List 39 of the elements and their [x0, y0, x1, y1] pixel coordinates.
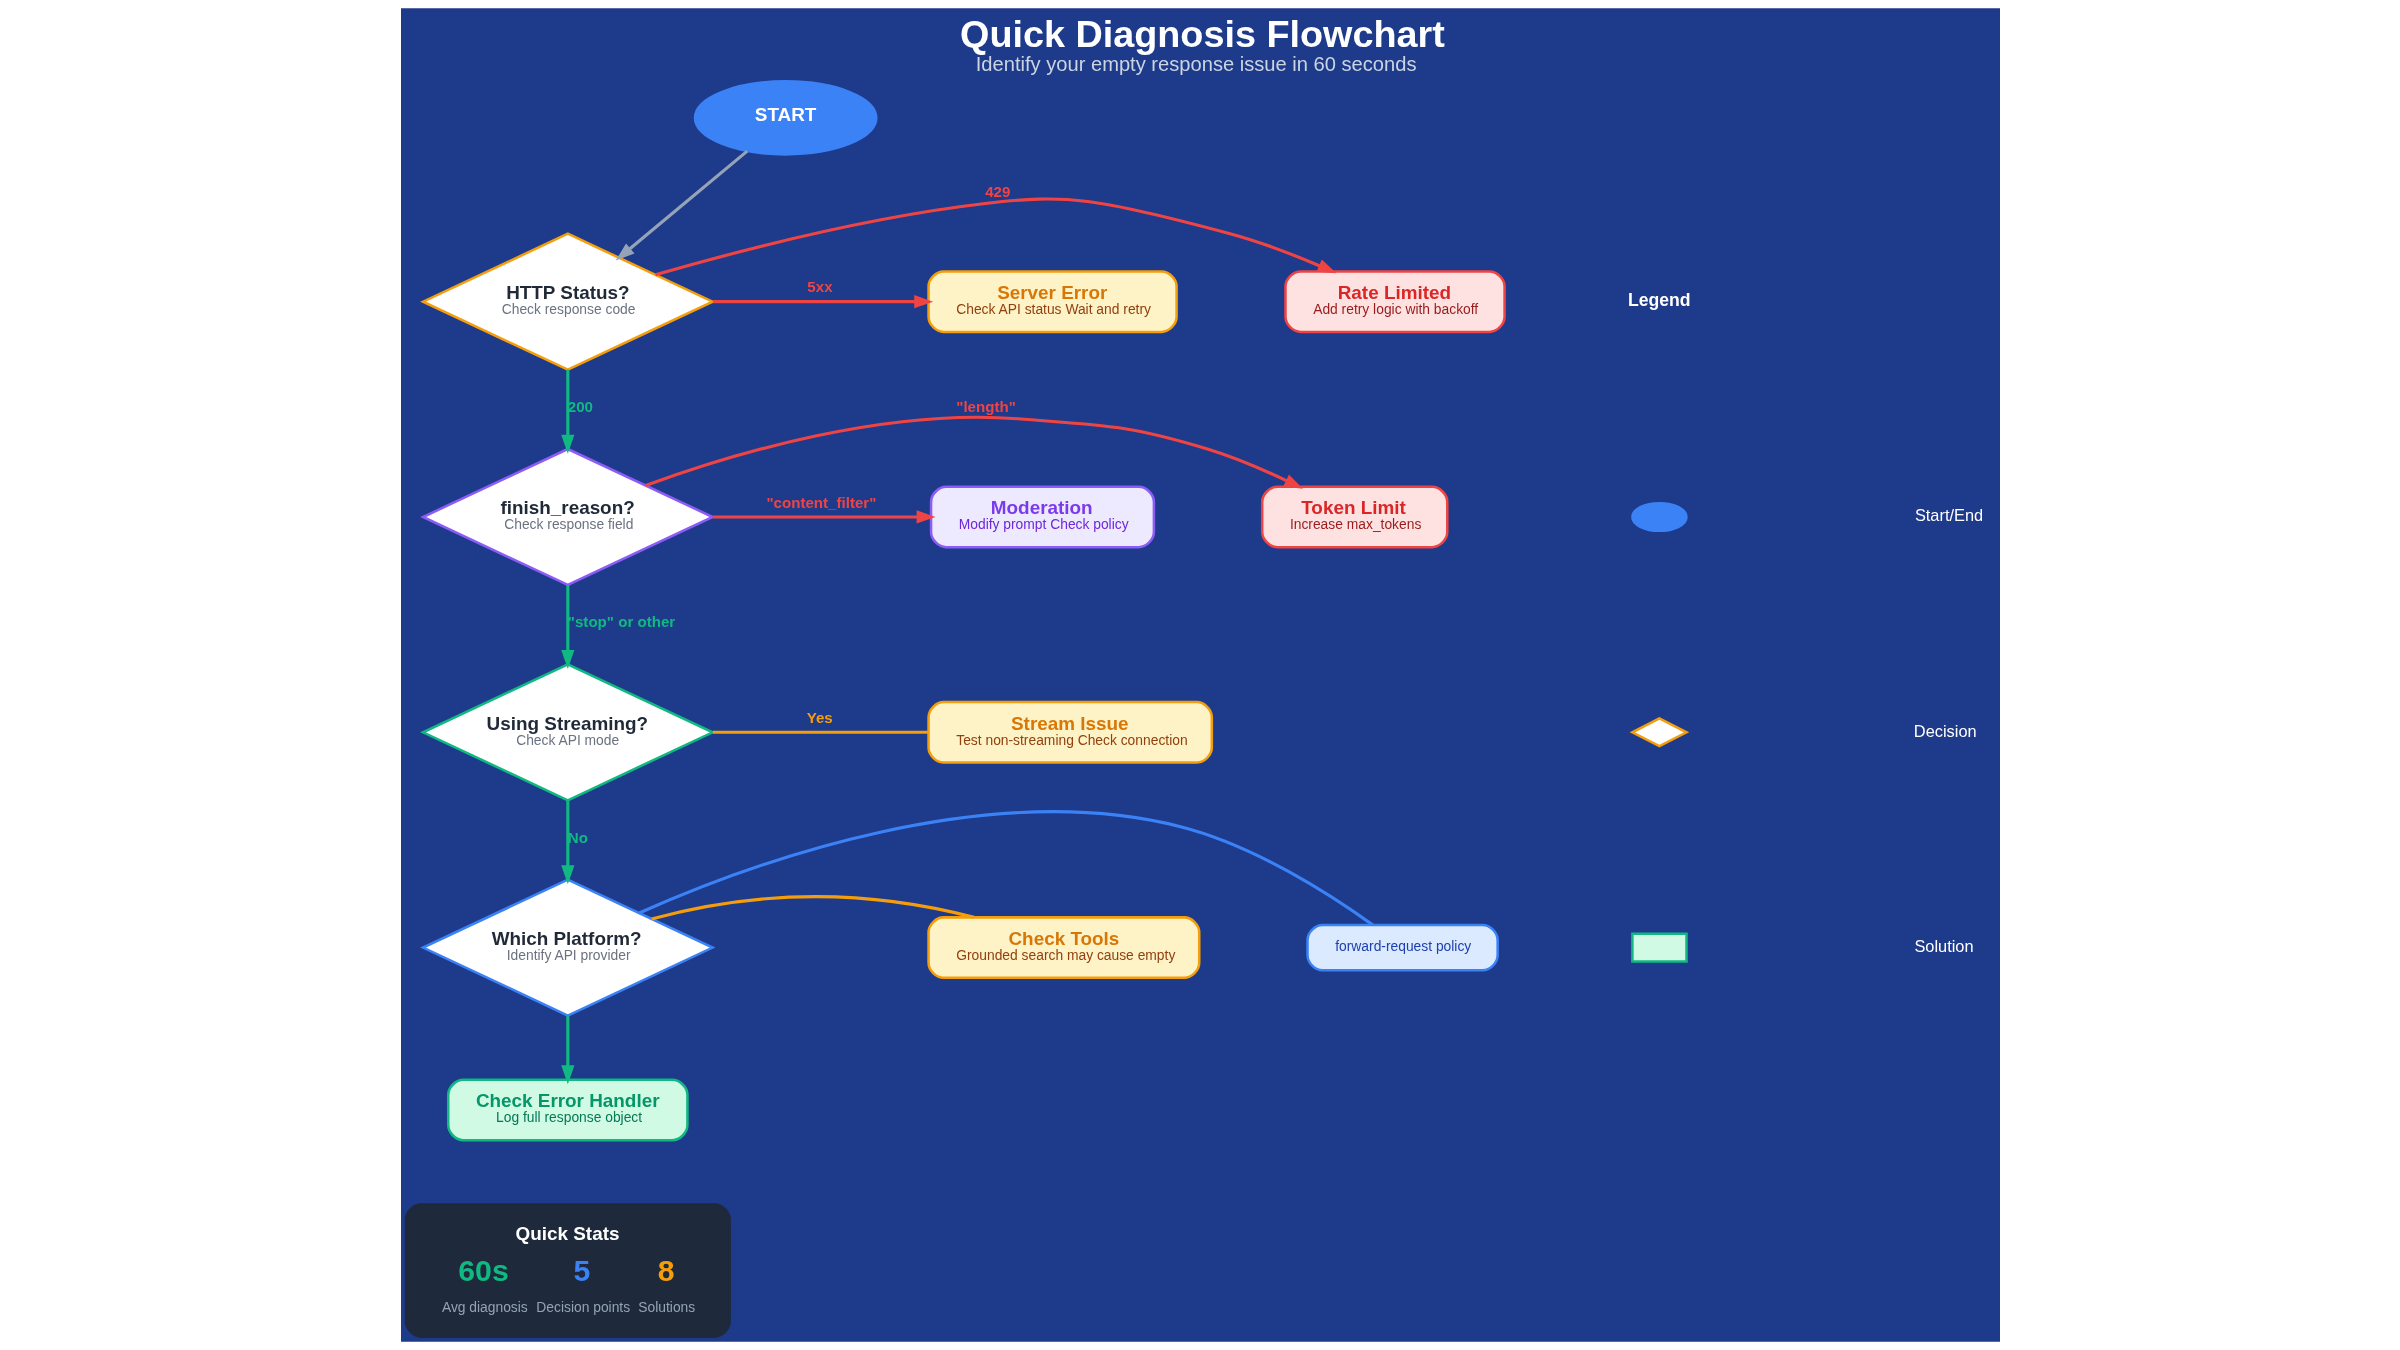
connector	[638, 810, 1374, 927]
node-box: Moderation Modify prompt Check policy	[929, 485, 1155, 549]
arrow	[654, 197, 1336, 277]
node-box: Stream Issue Test non-streaming Check connection	[926, 700, 1213, 764]
legend-label: Solution	[1913, 936, 1974, 955]
arrow	[712, 510, 936, 524]
node-box: Quick Stats 60s 5 8 Avg diagnosis Decision points Solutions	[404, 1203, 731, 1338]
diagram-title: Quick Diagnosis Flowchart	[959, 13, 1445, 56]
node-box: Token Limit Increase max_tokens	[1260, 485, 1449, 549]
label: Legend	[1627, 289, 1691, 310]
legend-label: Decision	[1913, 721, 1977, 740]
node-diamond: Which Platform? Identify API provider	[419, 878, 716, 1017]
edge-label: 429	[984, 182, 1010, 200]
node-box: Check Tools Grounded search may cause empty	[926, 916, 1200, 980]
arrow	[615, 149, 748, 261]
node-box: Check Error Handler Log full response object	[446, 1078, 689, 1142]
edge-label: No	[567, 828, 588, 846]
arrow	[560, 585, 574, 669]
legend-label: Start/End	[1914, 506, 1983, 525]
edge-label: "length"	[955, 397, 1016, 415]
node-diamond: HTTP Status? Check response code	[419, 232, 716, 372]
edge-label: "content_filter"	[765, 493, 876, 511]
connector	[650, 895, 974, 921]
node-box: forward-request policy	[1305, 923, 1499, 972]
arrow	[644, 415, 1303, 489]
edge-label: Yes	[806, 708, 833, 726]
node-box: Server Error Check API status Wait and retry	[926, 270, 1178, 334]
edge-label: 200	[567, 397, 593, 415]
edge-label: 5xx	[806, 278, 833, 296]
arrow	[712, 295, 933, 309]
node-diamond: finish_reason? Check response field	[419, 447, 716, 587]
arrow	[560, 369, 574, 454]
node-ellipse: START	[693, 80, 878, 156]
arrow	[560, 800, 574, 885]
arrow	[560, 1015, 574, 1085]
node-diamond: Using Streaming? Check API mode	[419, 662, 716, 802]
node-box: Rate Limited Add retry logic with backoff	[1283, 270, 1506, 334]
connector	[712, 730, 928, 734]
edge-label: "stop" or other	[567, 613, 675, 631]
